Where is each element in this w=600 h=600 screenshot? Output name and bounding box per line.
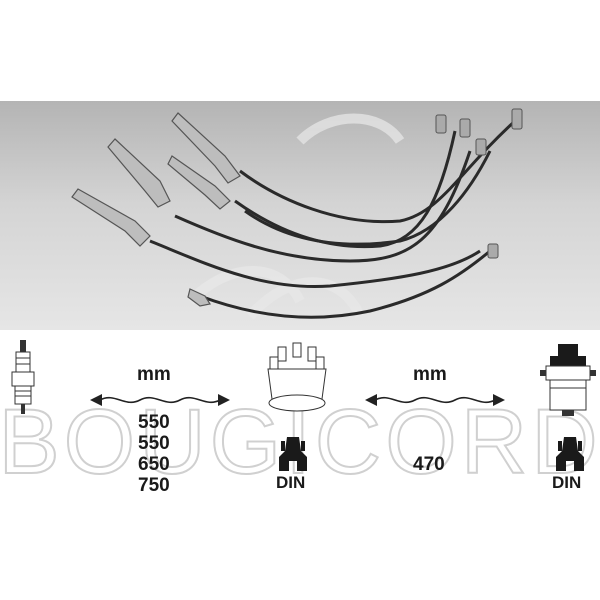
spark-plug-boots bbox=[71, 112, 241, 307]
ignition-coil-icon bbox=[540, 344, 596, 416]
left-length-3: 650 bbox=[138, 454, 170, 475]
din-connector-icon bbox=[279, 437, 307, 471]
left-connector-label: DIN bbox=[276, 473, 306, 492]
spark-plug-icon bbox=[11, 340, 35, 414]
right-unit: mm bbox=[413, 364, 447, 385]
left-length-2: 550 bbox=[138, 433, 170, 454]
left-length-4: 750 bbox=[138, 475, 170, 496]
right-connector-label: DIN bbox=[552, 473, 582, 492]
cable-wires bbox=[149, 119, 517, 319]
din-connector-icon bbox=[556, 437, 584, 471]
product-photo bbox=[0, 101, 600, 330]
left-length-1: 550 bbox=[138, 412, 170, 433]
ignition-cable-set bbox=[71, 108, 523, 320]
right-length-arrow-icon bbox=[365, 394, 505, 406]
left-length-arrow-icon bbox=[90, 394, 230, 406]
distributor-caps bbox=[435, 108, 523, 259]
right-length: 470 bbox=[413, 454, 445, 475]
left-unit: mm bbox=[137, 364, 171, 385]
distributor-cap-icon bbox=[267, 342, 327, 412]
